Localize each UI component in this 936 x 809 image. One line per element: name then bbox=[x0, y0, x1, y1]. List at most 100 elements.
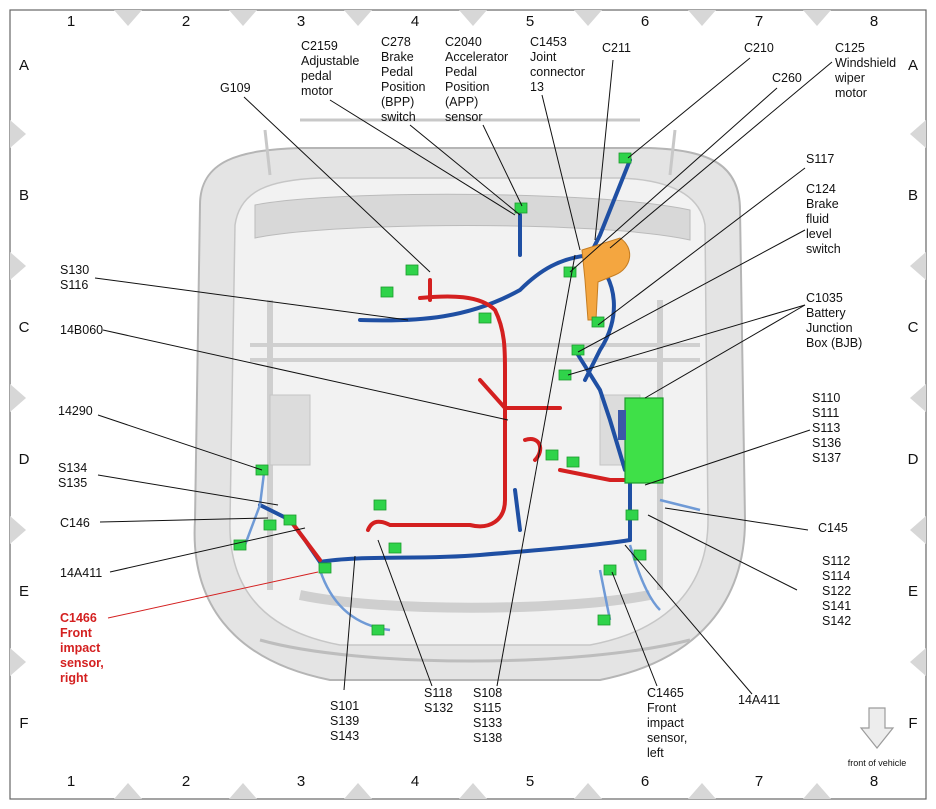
row-label-right-D: D bbox=[908, 451, 919, 468]
leader-line-c1465 bbox=[611, 571, 658, 687]
callout-line: C146 bbox=[60, 516, 90, 530]
callout-h14b060: 14B060 bbox=[60, 323, 103, 337]
leader-line-c2159 bbox=[329, 99, 516, 216]
callout-line: C1466 bbox=[60, 611, 97, 625]
leader-line-c146 bbox=[99, 517, 269, 523]
callout-line: C1465 bbox=[647, 686, 684, 700]
callout-line: S135 bbox=[58, 476, 87, 490]
leader-line-h14b060 bbox=[102, 329, 509, 421]
callout-line: sensor, bbox=[60, 656, 104, 670]
column-label-bottom-6: 6 bbox=[641, 773, 649, 790]
callout-line: Battery bbox=[806, 306, 846, 320]
connector-icon bbox=[283, 514, 297, 526]
grid-divider-marker bbox=[803, 783, 831, 799]
leader-line-s110grp bbox=[644, 429, 811, 486]
leader-line-s117 bbox=[597, 167, 806, 326]
grid-divider-marker bbox=[229, 783, 257, 799]
callout-line: C1035 bbox=[806, 291, 843, 305]
leader-line-h14a411l bbox=[109, 527, 306, 573]
callout-line: S113 bbox=[812, 421, 840, 435]
leader-line-c211 bbox=[594, 59, 614, 241]
callout-line: impact bbox=[60, 641, 101, 655]
row-label-left-A: A bbox=[19, 57, 29, 74]
column-label-top-8: 8 bbox=[870, 13, 878, 30]
grid-divider-marker bbox=[688, 10, 716, 26]
callout-h14290: 14290 bbox=[58, 404, 93, 418]
leader-line-c125 bbox=[609, 61, 833, 249]
leader-line-c145 bbox=[664, 507, 809, 531]
leader-line-c278 bbox=[409, 124, 521, 216]
callout-line: connector bbox=[530, 65, 585, 79]
callout-line: motor bbox=[301, 84, 333, 98]
connector-icon bbox=[380, 286, 394, 298]
connector-icon bbox=[618, 152, 632, 164]
callout-c211: C211 bbox=[602, 41, 631, 55]
column-label-bottom-3: 3 bbox=[297, 773, 305, 790]
callout-line: S115 bbox=[473, 701, 501, 715]
callout-line: pedal bbox=[301, 69, 332, 83]
leader-line-c1035 bbox=[567, 304, 806, 376]
callout-line: S142 bbox=[822, 614, 851, 628]
callout-line: C211 bbox=[602, 41, 631, 55]
callout-line: Front bbox=[647, 701, 677, 715]
connector-icon bbox=[373, 499, 387, 511]
callout-line: wiper bbox=[834, 71, 865, 85]
callout-line: sensor, bbox=[647, 731, 687, 745]
callout-line: left bbox=[647, 746, 664, 760]
row-label-left-E: E bbox=[19, 583, 29, 600]
callout-line: S116 bbox=[60, 278, 88, 292]
grid-divider-marker bbox=[574, 10, 602, 26]
callout-line: Junction bbox=[806, 321, 853, 335]
callout-line: fluid bbox=[806, 212, 829, 226]
callout-line: S134 bbox=[58, 461, 87, 475]
callout-line: sensor bbox=[445, 110, 483, 124]
callout-line: Front bbox=[60, 626, 93, 640]
column-label-top-6: 6 bbox=[641, 13, 649, 30]
connector-icon bbox=[633, 549, 647, 561]
row-label-left-D: D bbox=[19, 451, 30, 468]
grid-divider-marker bbox=[344, 10, 372, 26]
callout-line: Adjustable bbox=[301, 54, 359, 68]
callout-h14a411l: 14A411 bbox=[60, 566, 102, 580]
harness-red bbox=[288, 278, 642, 562]
column-label-bottom-7: 7 bbox=[755, 773, 763, 790]
row-label-left-B: B bbox=[19, 187, 29, 204]
callout-line: S111 bbox=[812, 406, 839, 420]
grid-divider-marker bbox=[10, 648, 26, 676]
callout-line: Accelerator bbox=[445, 50, 508, 64]
callout-line: C1453 bbox=[530, 35, 567, 49]
column-label-bottom-8: 8 bbox=[870, 773, 878, 790]
callout-h14a411r: 14A411 bbox=[738, 693, 780, 707]
callout-line: S118 bbox=[424, 686, 452, 700]
column-label-bottom-5: 5 bbox=[526, 773, 534, 790]
callout-line: switch bbox=[806, 242, 841, 256]
callout-line: switch bbox=[381, 110, 416, 124]
row-label-left-C: C bbox=[19, 319, 30, 336]
grid-divider-marker bbox=[229, 10, 257, 26]
callout-line: Windshield bbox=[835, 56, 896, 70]
leader-line-c260 bbox=[569, 87, 778, 273]
column-label-top-2: 2 bbox=[182, 13, 190, 30]
callout-line: Box (BJB) bbox=[806, 336, 862, 350]
connector-icon bbox=[603, 564, 617, 576]
callout-line: Pedal bbox=[445, 65, 477, 79]
connector-icon bbox=[591, 316, 605, 328]
callout-line: C278 bbox=[381, 35, 411, 49]
front-of-vehicle-indicator: front of vehicle bbox=[848, 707, 906, 768]
callout-line: level bbox=[806, 227, 832, 241]
grid-divider-marker bbox=[688, 783, 716, 799]
callout-line: 14A411 bbox=[738, 693, 780, 707]
callout-line: S122 bbox=[822, 584, 851, 598]
callout-line: S112 bbox=[822, 554, 850, 568]
